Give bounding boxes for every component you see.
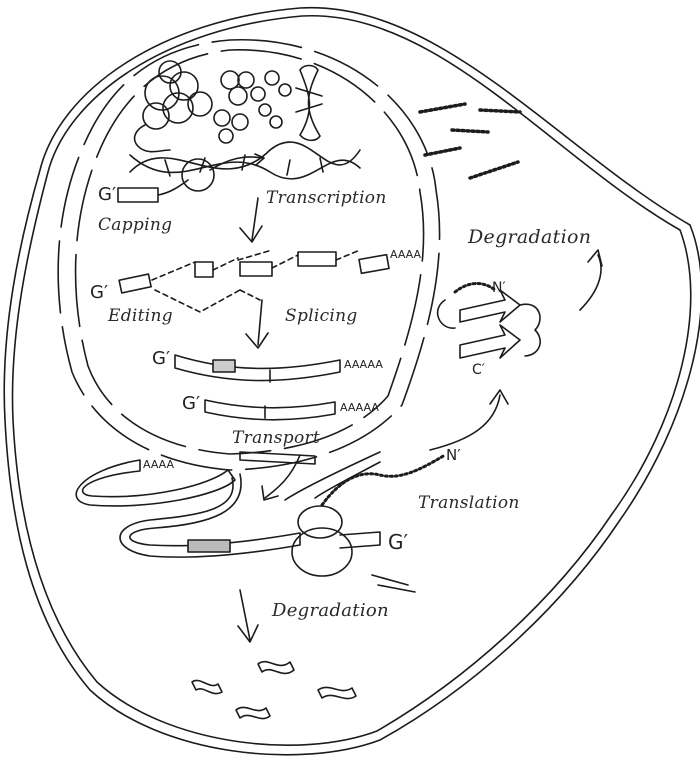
c-terminus-protein: C′ [472,362,485,378]
label-transcription: Transcription [266,188,387,208]
label-translation: Translation [418,493,520,513]
chromatin [135,61,322,152]
label-splicing: Splicing [285,306,358,326]
ribosome [292,506,352,576]
poly-a-mrna-2: AAAAA [340,401,379,414]
cap-mark-capping: G′ [98,184,116,205]
label-degradation-mrna: Degradation [272,600,389,621]
label-transport: Transport [232,428,320,448]
poly-a-mrna-1: AAAAA [344,358,383,371]
mrna-fragments [192,662,356,719]
cap-mark-mrna-1: G′ [152,348,170,369]
pre-mrna [119,250,389,312]
label-capping: Capping [98,215,172,235]
poly-a-premrna: AAAA [390,248,421,261]
label-degradation-protein: Degradation [468,226,591,248]
cytoplasmic-mrna [76,460,380,557]
capped-transcript [118,180,188,202]
n-terminus-protein: N′ [492,280,506,296]
dna-helix [130,142,360,191]
folded-protein [438,284,541,359]
peptide-fragments [420,104,520,178]
flow-arrows [238,198,602,642]
label-editing: Editing [108,306,173,326]
cap-mark-ribosome: G′ [388,530,408,554]
poly-a-cytoplasm: AAAA [143,458,174,471]
cap-mark-editing: G′ [90,282,108,303]
n-terminus-peptide: N′ [446,446,461,464]
cap-mark-mrna-2: G′ [182,393,200,414]
